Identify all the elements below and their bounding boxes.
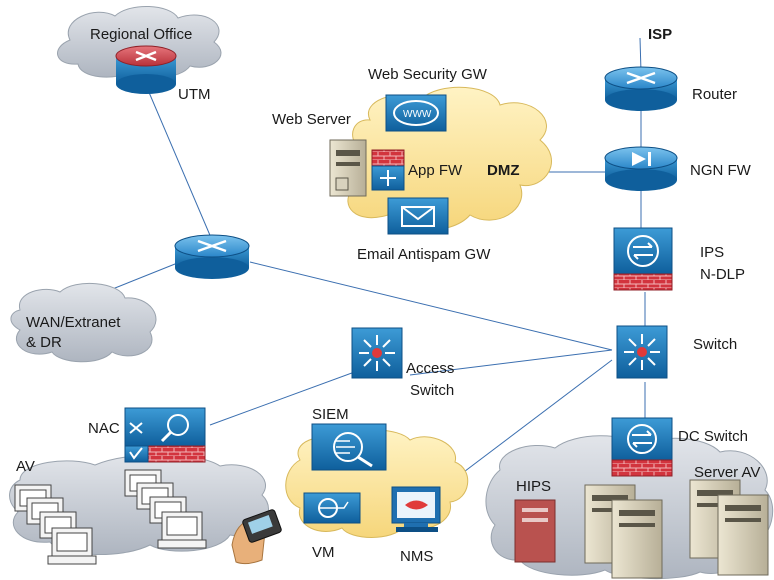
siem-label: SIEM [312, 406, 349, 423]
regional-office-label: Regional Office [90, 26, 193, 43]
server-av-label: Server AV [694, 464, 761, 481]
vm-appliance-icon [303, 492, 361, 524]
web-security-gw-label: Web Security GW [368, 66, 487, 83]
utm-router-icon [115, 45, 177, 94]
ngn-fw-label: NGN FW [690, 162, 751, 179]
ips-label: IPS [700, 244, 725, 261]
access-label: Access [406, 360, 455, 377]
n-dlp-label: N-DLP [700, 266, 746, 283]
dmz-label: DMZ [487, 162, 520, 179]
nac-appliance-icon [124, 407, 206, 463]
workstation-icon [14, 484, 97, 565]
link-utm-core [147, 89, 213, 241]
core-router-icon [174, 234, 250, 279]
wan-extranet-label: WAN/Extranet [26, 314, 121, 331]
ngn-firewall-icon [604, 146, 678, 191]
link-switch-nms [439, 359, 613, 491]
pda-icon [231, 509, 282, 565]
email-antispam-gw-label: Email Antispam GW [357, 246, 491, 263]
app-firewall-icon [371, 149, 405, 191]
nms-label: NMS [400, 548, 434, 565]
isp-label: ISP [648, 26, 673, 43]
wan-cloud [10, 282, 157, 363]
link-switch-access [409, 349, 613, 376]
utm-label: UTM [178, 86, 211, 103]
av-label: AV [16, 458, 35, 475]
vm-label: VM [312, 544, 335, 561]
nms-workstation-icon [391, 486, 441, 532]
workstation-icon [124, 469, 207, 549]
app-fw-label: App FW [408, 162, 463, 179]
switch-label: Switch [693, 336, 738, 353]
svg-text:WWW: WWW [403, 109, 432, 120]
dc-switch-label: DC Switch [678, 428, 749, 445]
access-switch-label: Switch [410, 382, 455, 399]
siem-appliance-icon [311, 423, 387, 471]
dr-label: & DR [26, 334, 62, 351]
link-isp-router [639, 37, 642, 73]
web-server-icon [329, 139, 367, 197]
email-antispam-gw-icon [387, 197, 449, 235]
link-access-nac [209, 369, 361, 426]
router-label: Router [692, 86, 738, 103]
access-switch-icon [351, 327, 403, 379]
ips-appliance-icon [613, 227, 673, 291]
dc-switch-icon [611, 417, 673, 477]
link-core-switch [249, 261, 613, 351]
server-icon [717, 494, 769, 576]
web-server-label: Web Server [272, 111, 351, 128]
isp-router-icon [604, 66, 678, 111]
web-security-gw-icon: WWW [385, 94, 447, 132]
server-icon [514, 499, 556, 563]
main-switch-icon [616, 325, 668, 379]
nac-label: NAC [88, 420, 120, 437]
regional-office-cloud [57, 5, 222, 78]
hips-label: HIPS [516, 478, 552, 495]
server-icon [611, 499, 663, 579]
